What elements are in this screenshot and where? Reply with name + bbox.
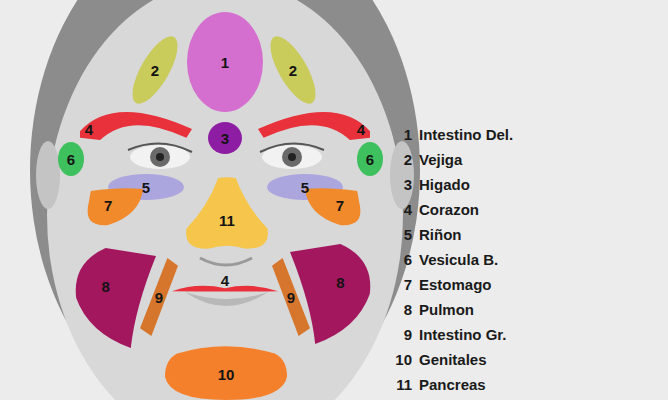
- zone-shape: [290, 244, 374, 344]
- face-zone: 6: [357, 142, 383, 176]
- zone-number: 8: [336, 275, 344, 290]
- face-zone: 9: [140, 258, 178, 336]
- zone-number: 4: [357, 122, 365, 137]
- zone-number: 3: [221, 131, 229, 146]
- organ-name: Pancreas: [419, 377, 486, 394]
- zone-number: 2: [289, 63, 297, 78]
- legend-number: 6: [404, 252, 412, 269]
- legend-number: 8: [404, 302, 412, 319]
- zone-number: 6: [366, 152, 374, 167]
- legend-number: 7: [404, 277, 412, 294]
- organ-name: Pulmon: [419, 302, 474, 319]
- legend-number: 9: [404, 327, 412, 344]
- zone-number: 11: [219, 212, 235, 227]
- face-zone: 8: [72, 248, 156, 348]
- legend-number: 5: [404, 227, 412, 244]
- organ-name: Intestino Gr.: [419, 327, 507, 344]
- zone-number: 6: [67, 152, 75, 167]
- zone-number: 9: [155, 290, 163, 305]
- zone-number: 7: [104, 198, 112, 213]
- zone-shape: [80, 96, 192, 140]
- face-zone: 7: [305, 187, 363, 227]
- legend-number: 11: [396, 377, 412, 394]
- organ-name: Vesicula B.: [419, 252, 498, 269]
- zone-shape: [72, 248, 156, 348]
- face-zone: 2: [130, 34, 180, 106]
- organ-name: Higado: [419, 177, 470, 194]
- legend-number: 4: [404, 202, 412, 219]
- zone-shape: [258, 96, 370, 140]
- face-zone: 4: [172, 266, 278, 302]
- zone-number: 1: [221, 55, 229, 70]
- face-zone: 2: [268, 34, 318, 106]
- zone-number: 10: [218, 366, 235, 381]
- face-zone: 7: [85, 187, 143, 227]
- face-zone: 8: [290, 244, 374, 344]
- zone-number: 4: [221, 273, 229, 288]
- zone-number: 7: [336, 198, 344, 213]
- legend-number: 2: [404, 152, 412, 169]
- face-zone: 10: [165, 342, 287, 400]
- organ-name: Intestino Del.: [419, 127, 513, 144]
- organ-name: Estomago: [419, 277, 492, 294]
- face-zone: 4: [258, 96, 370, 140]
- organ-name: Genitales: [419, 352, 487, 369]
- legend-number: 1: [404, 127, 412, 144]
- zone-number: 8: [101, 279, 109, 294]
- zone-shape: [85, 187, 143, 227]
- face-zone: 6: [58, 142, 84, 176]
- zone-number: 5: [142, 180, 150, 195]
- face-zone: 11: [183, 178, 271, 250]
- legend-number: 3: [404, 177, 412, 194]
- zone-number: 9: [287, 290, 295, 305]
- zone-shape: [305, 187, 363, 227]
- zone-number: 5: [301, 180, 309, 195]
- organ-name: Corazon: [419, 202, 479, 219]
- zone-number: 4: [85, 122, 93, 137]
- zone-number: 2: [151, 63, 159, 78]
- face-zone: 4: [80, 96, 192, 140]
- face-zone: 3: [208, 122, 242, 154]
- organ-name: Vejiga: [419, 152, 462, 169]
- legend-number: 10: [395, 352, 412, 369]
- organ-name: Riñon: [419, 227, 462, 244]
- face-zone: 1: [187, 12, 263, 112]
